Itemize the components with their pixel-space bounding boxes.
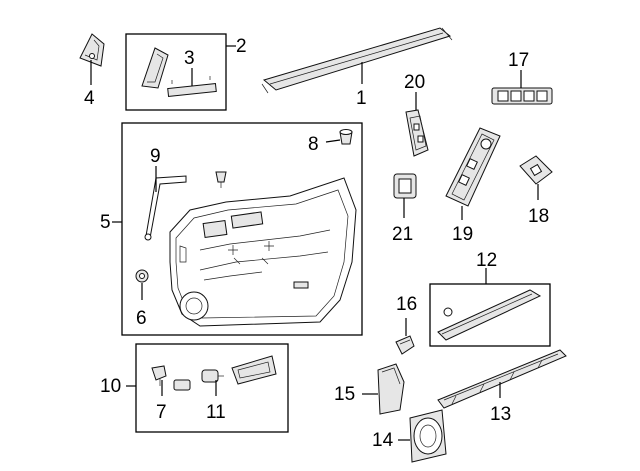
callout-2: 2 bbox=[236, 36, 247, 57]
box-12 bbox=[429, 283, 551, 347]
part-21-switch bbox=[393, 173, 417, 199]
part-16-bracket bbox=[395, 335, 415, 355]
part-5-door-panel bbox=[169, 177, 357, 327]
callout-12: 12 bbox=[476, 250, 497, 271]
part-18-switch bbox=[519, 155, 553, 185]
part-1-belt-molding bbox=[261, 27, 453, 94]
callout-21: 21 bbox=[392, 224, 413, 245]
callout-17: 17 bbox=[508, 50, 529, 71]
callout-19: 19 bbox=[452, 224, 473, 245]
part-19-window-switch bbox=[445, 127, 501, 207]
part-12-trim-strip bbox=[437, 289, 542, 341]
callout-7: 7 bbox=[156, 402, 167, 423]
part-connector bbox=[173, 379, 191, 391]
box-5 bbox=[121, 122, 363, 336]
callout-5: 5 bbox=[100, 212, 111, 233]
part-7-bulb-socket bbox=[151, 365, 167, 386]
callout-18: 18 bbox=[528, 206, 549, 227]
callout-8: 8 bbox=[308, 134, 319, 155]
callout-15: 15 bbox=[334, 384, 355, 405]
callout-10: 10 bbox=[100, 376, 121, 397]
part-8-clip bbox=[339, 129, 353, 145]
part-11-bulb bbox=[201, 369, 224, 383]
part-2-trim-panel bbox=[141, 47, 217, 98]
callout-4: 4 bbox=[84, 88, 95, 109]
part-courtesy-lamp bbox=[231, 355, 277, 385]
push-clip bbox=[215, 171, 227, 188]
part-6-grommet bbox=[135, 269, 149, 283]
part-4-mirror-trim bbox=[79, 33, 105, 67]
callout-13: 13 bbox=[490, 404, 511, 425]
callout-14: 14 bbox=[372, 430, 394, 451]
box-2 bbox=[125, 33, 227, 111]
part-20-switch-module bbox=[405, 109, 429, 157]
box-10 bbox=[135, 343, 289, 433]
leader-8 bbox=[325, 139, 341, 143]
callout-6: 6 bbox=[136, 308, 147, 329]
callout-11: 11 bbox=[206, 402, 226, 423]
callout-16: 16 bbox=[396, 294, 417, 315]
part-13-sill-trim bbox=[437, 349, 567, 409]
part-14-speaker bbox=[409, 409, 447, 463]
callout-9: 9 bbox=[150, 146, 161, 167]
callout-3: 3 bbox=[184, 48, 195, 69]
part-15-speaker-cover bbox=[377, 363, 405, 415]
part-17-switch-block bbox=[491, 87, 553, 105]
callout-20: 20 bbox=[404, 72, 425, 93]
callout-1: 1 bbox=[356, 88, 367, 109]
